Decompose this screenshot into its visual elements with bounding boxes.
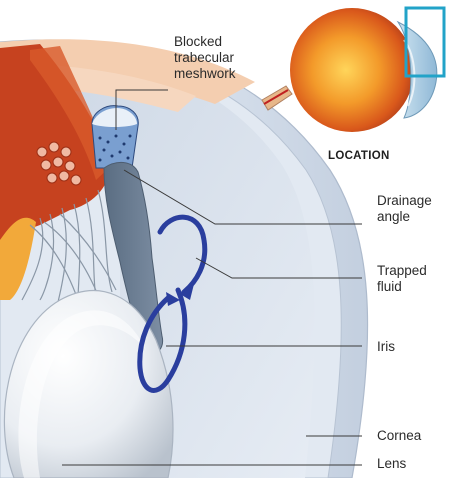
- inset-caption: LOCATION: [328, 150, 390, 162]
- label-iris: Iris: [377, 339, 395, 355]
- label-drainage-angle: Drainage angle: [377, 193, 432, 225]
- location-inset: [262, 8, 444, 132]
- label-blocked-meshwork: Blocked trabecular meshwork: [174, 34, 236, 82]
- inset-eyeball: [290, 8, 414, 132]
- label-lens: Lens: [377, 456, 406, 472]
- label-trapped-fluid: Trapped fluid: [377, 263, 427, 295]
- label-cornea: Cornea: [377, 428, 421, 444]
